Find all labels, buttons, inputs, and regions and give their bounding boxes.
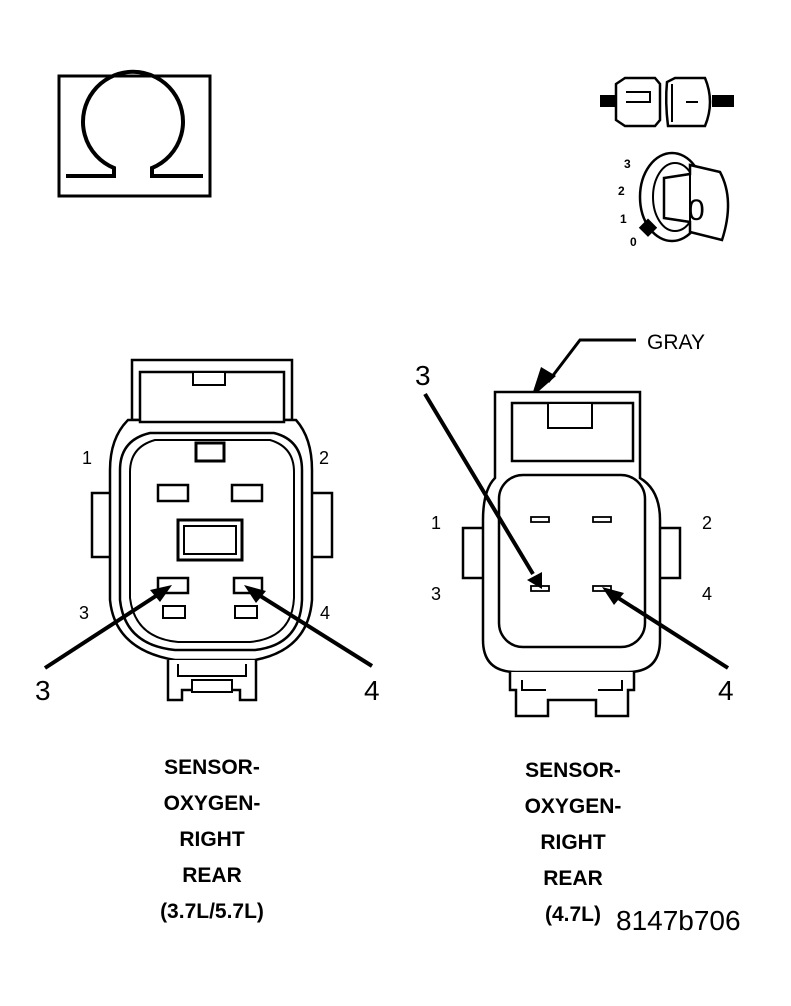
figure-code: 8147b706 [616, 905, 741, 936]
connector-disconnect-icon [600, 76, 734, 128]
right-callout-4-arrowhead [602, 587, 624, 605]
left-caption-line-3: RIGHT [179, 828, 245, 851]
right-caption-line-4: REAR [543, 867, 603, 890]
right-cavity-3: 3 [431, 584, 441, 604]
left-cavity-2: 2 [319, 448, 329, 468]
left-cavity-4: 4 [320, 603, 330, 623]
key-position-3: 3 [624, 157, 631, 171]
right-cavity-2: 2 [702, 513, 712, 533]
ohmmeter-icon: Ω [57, 69, 212, 198]
gray-label: GRAY [647, 331, 705, 354]
left-callout-4-arrowhead [244, 585, 266, 603]
ignition-key-icon: 3 2 1 0 0 [618, 151, 730, 249]
gray-leader-line [546, 338, 636, 383]
key-position-2: 2 [618, 184, 625, 198]
left-callout-4: 4 [364, 675, 380, 706]
right-cavity-1: 1 [431, 513, 441, 533]
left-caption-line-5: (3.7L/5.7L) [160, 900, 264, 923]
left-cavity-3: 3 [79, 603, 89, 623]
right-caption-line-2: OXYGEN- [525, 795, 622, 818]
left-caption-line-1: SENSOR- [164, 756, 260, 779]
connector-right: GRAY 1 2 3 4 3 4 [415, 331, 734, 718]
left-callout-3: 3 [35, 675, 51, 706]
right-caption-line-3: RIGHT [540, 831, 606, 854]
right-callout-4: 4 [718, 675, 734, 706]
right-cavity-4: 4 [702, 584, 712, 604]
gray-leader-arrowhead [531, 367, 556, 398]
right-callout-3: 3 [415, 360, 431, 391]
connector-left: 1 2 3 4 3 4 [35, 358, 380, 706]
key-position-1: 1 [620, 212, 627, 226]
right-caption: SENSOR- OXYGEN- RIGHT REAR (4.7L) [525, 759, 622, 926]
right-caption-line-5: (4.7L) [545, 903, 601, 926]
key-position-0: 0 [630, 235, 637, 249]
right-callout-3-arrowhead [527, 572, 542, 589]
right-caption-line-1: SENSOR- [525, 759, 621, 782]
left-caption: SENSOR- OXYGEN- RIGHT REAR (3.7L/5.7L) [160, 756, 264, 923]
key-label: 0 [688, 194, 705, 227]
left-caption-line-4: REAR [182, 864, 242, 887]
left-cavity-1: 1 [82, 448, 92, 468]
left-caption-line-2: OXYGEN- [164, 792, 261, 815]
left-callout-3-arrowhead [150, 585, 172, 602]
